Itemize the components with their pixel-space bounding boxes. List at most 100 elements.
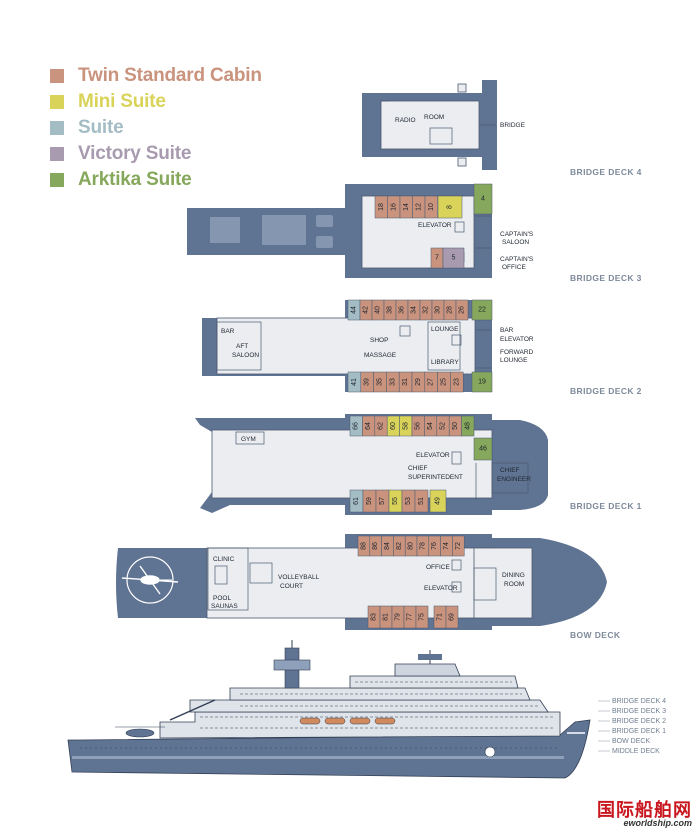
- side-label-bridge3: BRIDGE DECK 3: [612, 708, 667, 715]
- legend-swatch: [50, 121, 64, 135]
- bow-clinic-label: CLINIC: [213, 556, 235, 563]
- cabin-number: 28: [447, 306, 454, 314]
- bow-pool-label: POOL: [213, 595, 231, 602]
- bridge2-shop-label: SHOP: [370, 337, 388, 344]
- bridge2-lounge-label: LOUNGE: [431, 326, 459, 333]
- bridge3-deck-hatch: [210, 217, 240, 243]
- cabin-number: 38: [387, 306, 394, 314]
- legend-swatch: [50, 147, 64, 161]
- cabin-number: 7: [435, 255, 439, 262]
- cabin-number: 42: [363, 306, 370, 314]
- cabin-number: 71: [437, 613, 444, 621]
- cabin[interactable]: [442, 247, 465, 269]
- cabin-number: 74: [443, 542, 450, 550]
- cabin[interactable]: [452, 535, 465, 557]
- bridge1-superintendent-label: SUPERINTEDENT: [408, 474, 463, 481]
- bridge4-radio-label: RADIO: [395, 117, 416, 124]
- legend-label: Mini Suite: [78, 91, 166, 112]
- cabin-number: 62: [378, 422, 385, 430]
- bridge3-elevator-label: ELEVATOR: [418, 222, 452, 229]
- cabin-number: 49: [435, 497, 442, 505]
- cabin-number: 34: [411, 306, 418, 314]
- bow-volleyball-label: VOLLEYBALL: [278, 574, 320, 581]
- cabin-number: 16: [390, 203, 397, 211]
- bridge2-forward-label: FORWARD: [500, 349, 534, 356]
- cabin-number: 41: [351, 378, 358, 386]
- legend-label: Victory Suite: [78, 143, 192, 164]
- cabin-number: 10: [428, 203, 435, 211]
- side-label-bridge2: BRIDGE DECK 2: [612, 718, 667, 725]
- legend-label: Twin Standard Cabin: [78, 65, 262, 86]
- cabin[interactable]: [414, 489, 429, 513]
- cabin-number: 55: [392, 497, 399, 505]
- cabin[interactable]: [424, 195, 438, 219]
- cabin[interactable]: [473, 437, 493, 461]
- bow-office-label: OFFICE: [426, 564, 450, 571]
- legend-item-twin-standard: Twin Standard Cabin: [50, 63, 262, 89]
- cabin[interactable]: [461, 415, 475, 437]
- bridge2-massage-label: MASSAGE: [364, 352, 397, 359]
- ship-side-profile: [67, 640, 610, 779]
- bridge2-bar2-label: BAR: [500, 327, 514, 334]
- cabin-number: 8: [447, 205, 454, 209]
- cabin-number: 52: [440, 422, 447, 430]
- cabin[interactable]: [415, 605, 429, 629]
- cabin-number: 86: [372, 542, 379, 550]
- side-label-bridge1: BRIDGE DECK 1: [612, 728, 667, 735]
- cabin-number: 60: [390, 422, 397, 430]
- bow-court-label: COURT: [280, 583, 303, 590]
- bridge2-lounge2-label: LOUNGE: [500, 357, 528, 364]
- bridge2-library-label: LIBRARY: [431, 359, 459, 366]
- bridge4-room-label: ROOM: [424, 114, 444, 121]
- cabin-number: 88: [360, 542, 367, 550]
- bridge1-elevator-label: ELEVATOR: [416, 452, 450, 459]
- bridge3-office-label: OFFICE: [502, 264, 526, 271]
- cabin[interactable]: [473, 183, 493, 215]
- bridge2-saloon-label: SALOON: [232, 352, 259, 359]
- cabin[interactable]: [471, 371, 493, 393]
- cabin-number: 83: [371, 613, 378, 621]
- cabin-number: 82: [396, 542, 403, 550]
- legend-item-mini-suite: Mini Suite: [50, 89, 262, 115]
- legend-item-arktika-suite: Arktika Suite: [50, 167, 262, 193]
- bridge3-captains2-label: CAPTAIN'S: [500, 256, 534, 263]
- cabin-number: 39: [364, 378, 371, 386]
- bridge4-bridge-label: BRIDGE: [500, 122, 526, 129]
- cabin-number: 48: [464, 422, 471, 430]
- cabin-number: 58: [402, 422, 409, 430]
- cabin-number: 46: [479, 446, 487, 453]
- cabin-number: 5: [452, 255, 456, 262]
- bridge2-interior: [216, 317, 476, 375]
- cabin-number: 69: [449, 613, 456, 621]
- legend-item-suite: Suite: [50, 115, 262, 141]
- cabin-number: 66: [353, 422, 360, 430]
- side-label-bridge4: BRIDGE DECK 4: [612, 698, 667, 705]
- bridge2-aft-label: AFT: [236, 343, 248, 350]
- deck-title-bridge2: BRIDGE DECK 2: [570, 386, 642, 396]
- watermark-cn: 国际船舶网: [597, 800, 692, 821]
- bow-saunas-label: SAUNAS: [211, 603, 238, 610]
- cabin[interactable]: [437, 195, 463, 219]
- cabin-number: 77: [407, 613, 414, 621]
- cabin[interactable]: [471, 299, 493, 321]
- cabin-number: 53: [405, 497, 412, 505]
- side-label-middle: MIDDLE DECK: [612, 748, 660, 755]
- cabin[interactable]: [445, 605, 459, 629]
- profile-helicopter-icon: [115, 726, 165, 738]
- cabin-number: 51: [418, 497, 425, 505]
- bridge1-chief-label: CHIEF: [408, 465, 428, 472]
- cabin[interactable]: [455, 299, 469, 321]
- legend-swatch: [50, 69, 64, 83]
- cabin-number: 33: [389, 378, 396, 386]
- cabin[interactable]: [429, 489, 447, 513]
- cabin[interactable]: [450, 371, 464, 393]
- cabin-number: 57: [379, 497, 386, 505]
- cabin-number: 80: [408, 542, 415, 550]
